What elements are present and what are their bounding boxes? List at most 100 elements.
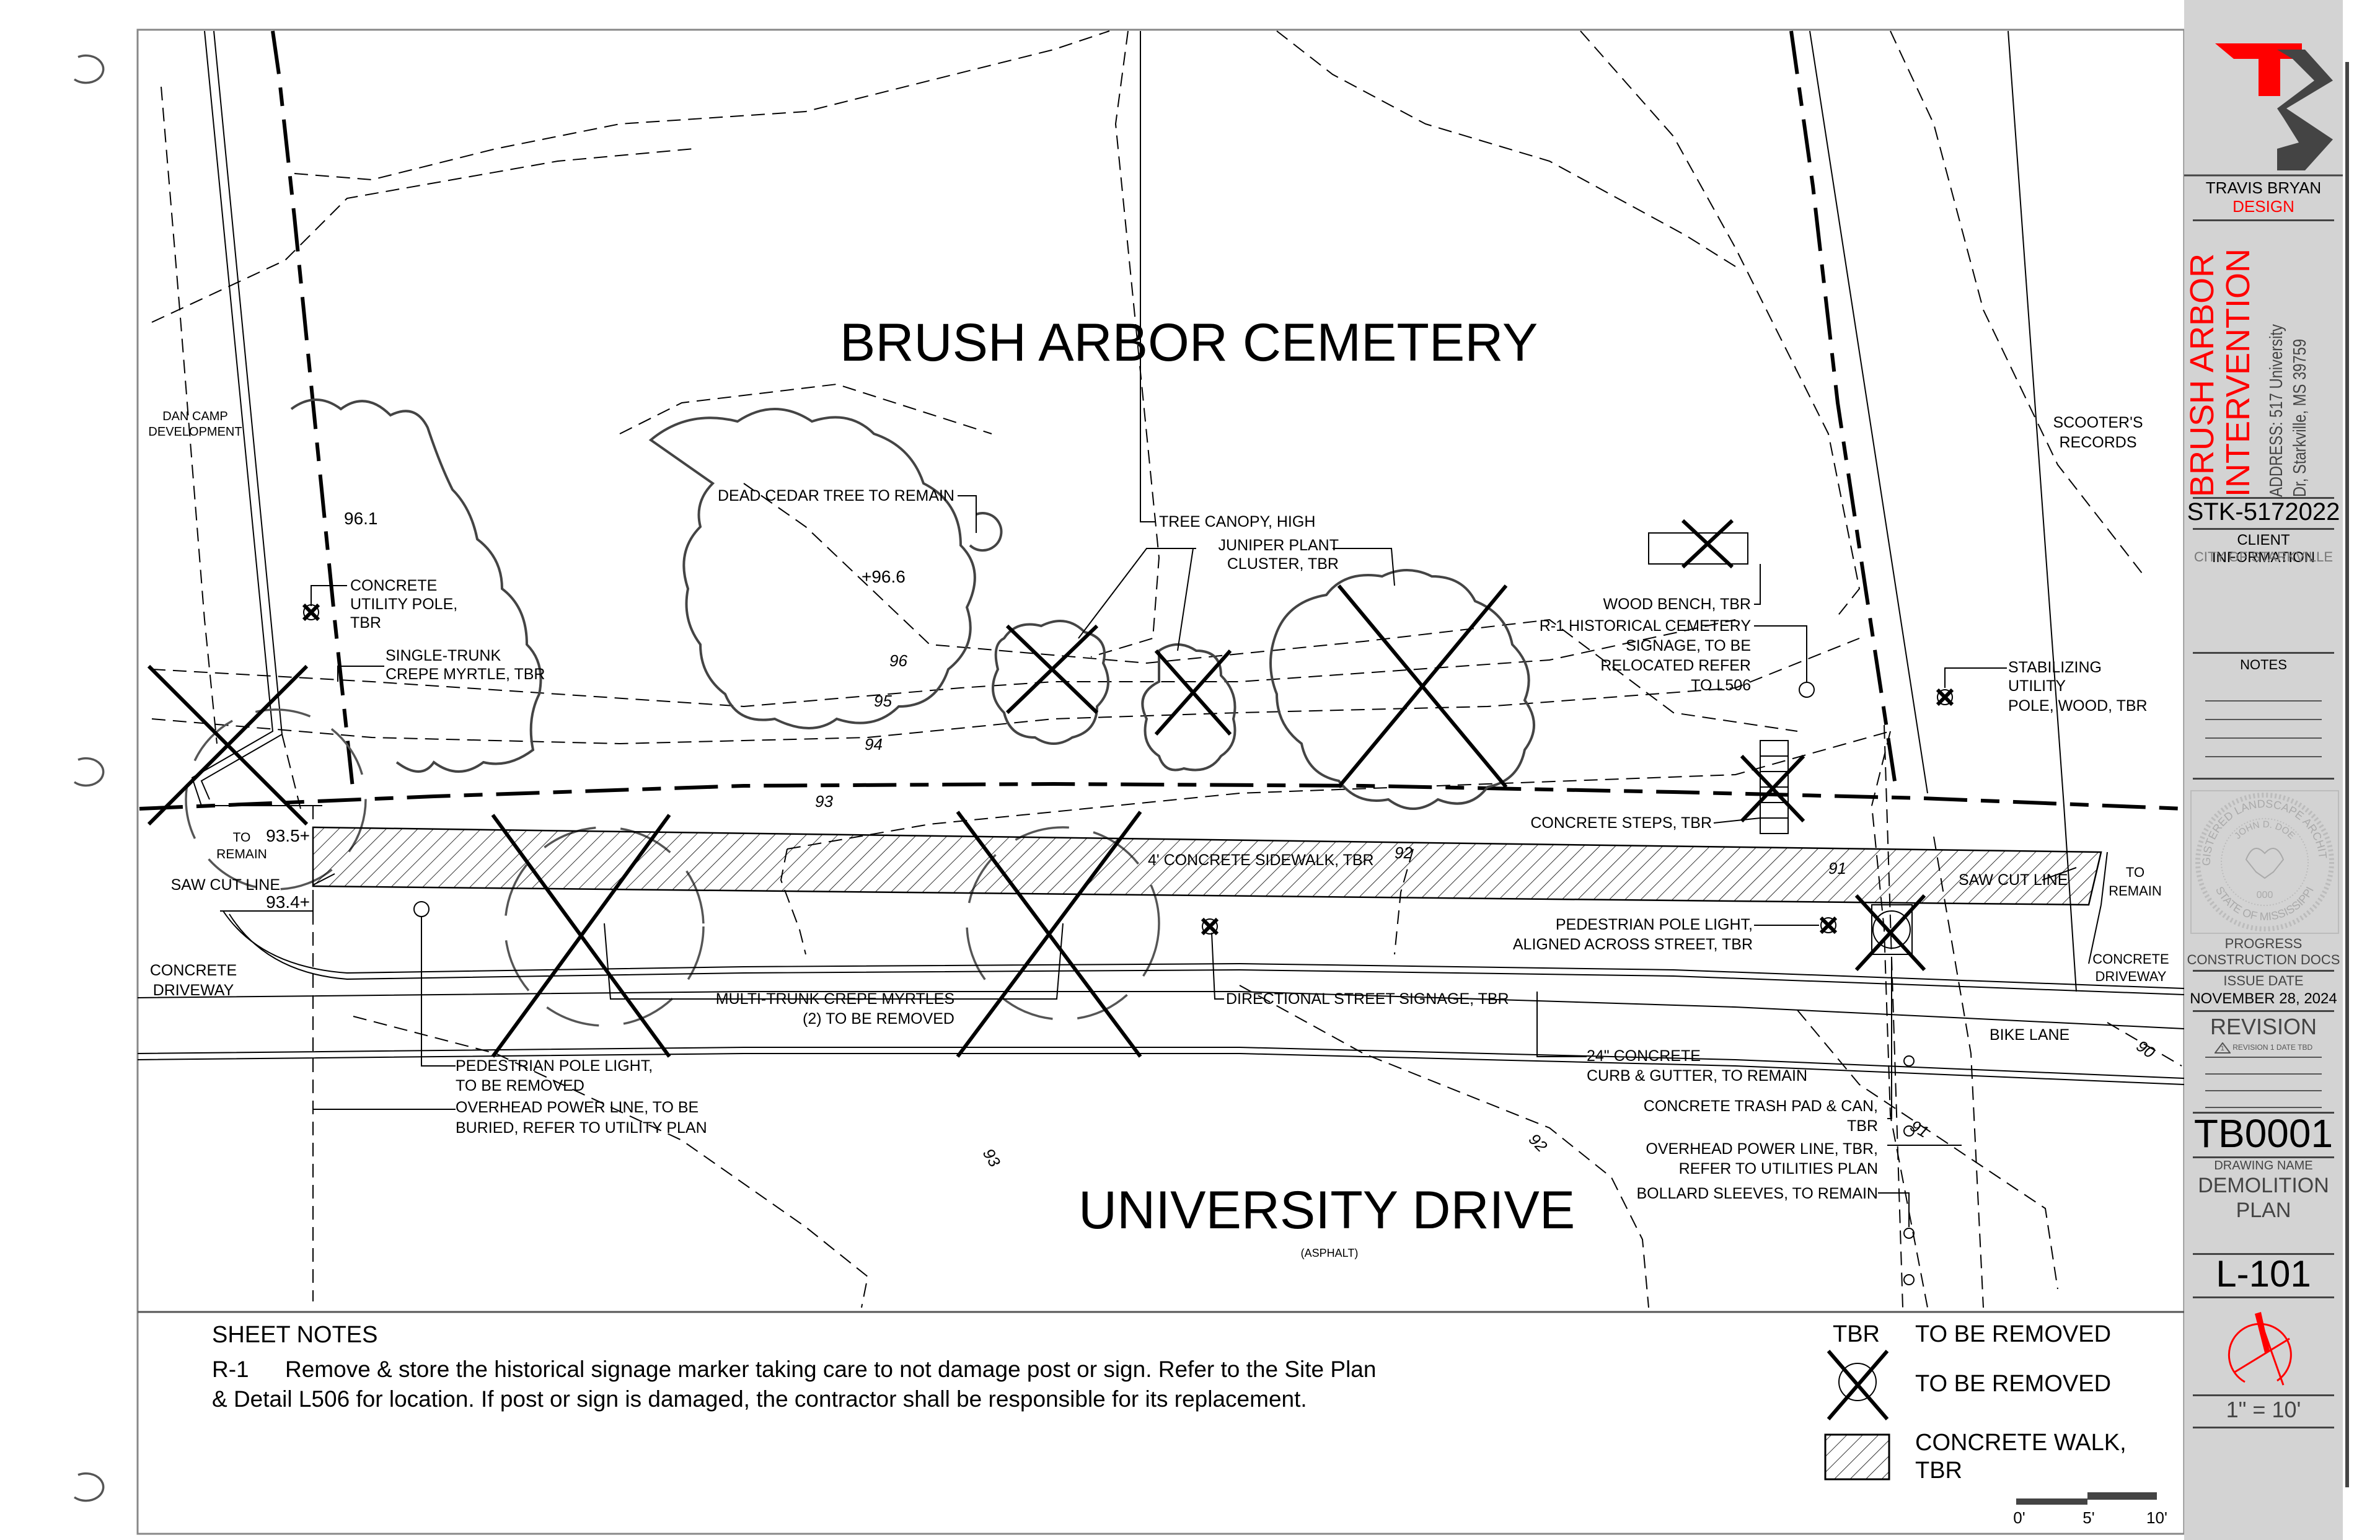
contour-label-92-south: 92: [1525, 1130, 1551, 1156]
firm-sub: DESIGN: [2232, 197, 2294, 216]
x-high-canopy-tree: [1337, 584, 1508, 788]
tb-divider: [2193, 1010, 2334, 1012]
legend-tbr-symbol: TBR: [1833, 1321, 1880, 1347]
directional-sign-symbol: [1201, 917, 1219, 936]
dead-cedar-symbol: [969, 512, 1003, 552]
street-title: UNIVERSITY DRIVE: [1078, 1181, 1575, 1240]
bollard-1: [1903, 1055, 1915, 1067]
notes-line: [2205, 700, 2322, 702]
seal-name: JOHN D. DOE: [2232, 819, 2297, 842]
callout-saw-cut-e: SAW CUT LINE: [1959, 871, 2068, 889]
removal-x-marks: [147, 519, 1926, 1058]
revision-entry-row: 1 REVISION 1 DATE TBD: [2184, 1042, 2343, 1054]
callout-concrete-steps: CONCRETE STEPS, TBR: [1530, 814, 1712, 832]
callout-stab-pole-2: UTILITY: [2008, 677, 2066, 695]
client-name: CITY OF STARKVILLE: [2193, 549, 2334, 565]
client-label: CLIENT INFORMATION: [2211, 532, 2316, 566]
tb-divider: [2193, 652, 2334, 654]
legend-x-circle-icon: [1827, 1350, 1889, 1420]
x-single-crepe: [147, 664, 309, 826]
project-name-line-2: INTERVENTION: [2219, 248, 2257, 497]
revision-line: [2205, 1073, 2322, 1075]
sheet-note-line-2: & Detail L506 for location. If post or s…: [212, 1386, 1307, 1412]
site-title: BRUSH ARBOR CEMETERY: [840, 313, 1538, 372]
property-line-east: [1789, 30, 1898, 794]
ped-light-west-symbol: [413, 901, 430, 917]
callout-juniper-2: CLUSTER, TBR: [1227, 555, 1339, 573]
callout-trash-1: CONCRETE TRASH PAD & CAN,: [1644, 1098, 1878, 1115]
notes-line: [2205, 719, 2322, 720]
east-lot-line: [2008, 30, 2077, 992]
drawing-name-line-2: PLAN: [2236, 1199, 2291, 1222]
sheet-notes-heading: SHEET NOTES: [212, 1322, 377, 1348]
binder-hole-top: [73, 54, 105, 84]
spot-elev-96-1: 96.1: [344, 509, 378, 528]
revision-delta-icon: 1: [2213, 1042, 2231, 1054]
seal-number: 000: [2257, 890, 2273, 900]
drawing-name-label: DRAWING NAME: [2214, 1159, 2313, 1173]
callout-juniper-1: JUNIPER PLANT: [1219, 537, 1339, 554]
bollard-3: [1903, 1228, 1915, 1239]
phase-line-2: CONSTRUCTION DOCS: [2187, 952, 2340, 967]
contour-label-91: 91: [1828, 859, 1846, 878]
callout-curb-1: 24" CONCRETE: [1587, 1047, 1701, 1065]
callout-signage-1: R-1 HISTORICAL CEMETERY: [1540, 617, 1752, 635]
callout-utility-pole-1: CONCRETE: [350, 577, 437, 594]
svg-text:JOHN D. DOE: JOHN D. DOE: [2232, 819, 2297, 842]
callout-overhead-e-1: OVERHEAD POWER LINE, TBR,: [1646, 1140, 1878, 1158]
callout-saw-cut-w: SAW CUT LINE: [171, 876, 280, 894]
title-block: TRAVIS BRYAN DESIGN BRUSH ARBOR INTERVEN…: [2184, 0, 2343, 1540]
callout-wood-bench: WOOD BENCH, TBR: [1603, 596, 1751, 613]
contour-93-north: [787, 731, 1891, 850]
callout-ped-light-w-1: PEDESTRIAN POLE LIGHT,: [456, 1057, 653, 1075]
binder-hole-marks: [73, 54, 105, 1502]
contour-92-south: [1239, 985, 1649, 1308]
notes-line: [2205, 756, 2322, 757]
callout-stab-pole-3: POLE, WOOD, TBR: [2008, 697, 2148, 715]
tb-divider: [2193, 1427, 2334, 1428]
x-wood-bench: [1681, 519, 1734, 569]
tb-divider: [2193, 497, 2334, 499]
spot-elev-93-4: 93.4+: [266, 892, 310, 912]
north-arrow-icon: [2228, 1312, 2292, 1386]
historical-sign-symbol: [1799, 682, 1815, 698]
tree-canopy-high: [1269, 569, 1535, 810]
x-concrete-steps: [1740, 754, 1805, 823]
scale-bar: 0' 5' 10': [2013, 1492, 2167, 1527]
sheet-code: TB0001: [2193, 1111, 2334, 1156]
project-address-line-1: ADDRESS: 517 University: [2267, 324, 2286, 497]
contour-label-91-south: 91: [1907, 1116, 1932, 1141]
tb-divider: [2193, 219, 2334, 221]
bollard-2: [1903, 1125, 1915, 1137]
revision-line: [2205, 1107, 2322, 1108]
utility-pole-symbol: [302, 603, 320, 622]
tb-divider: [2193, 528, 2334, 530]
callout-crepe-multi-2: (2) TO BE REMOVED: [803, 1010, 954, 1027]
spot-elev-96-6: +96.6: [862, 567, 906, 586]
wood-bench: [1648, 532, 1748, 565]
callout-tree-canopy: TREE CANOPY, HIGH: [1159, 513, 1315, 530]
callout-crepe-single-1: SINGLE-TRUNK: [386, 647, 501, 664]
neighbor-west-2: DEVELOPMENT: [148, 425, 242, 439]
callout-driveway-w-2: DRIVEWAY: [153, 982, 234, 999]
contour-lines: [151, 30, 2182, 1308]
sheet-note-id: R-1: [212, 1357, 249, 1382]
callout-sidewalk: 4' CONCRETE SIDEWALK, TBR: [1148, 851, 1374, 869]
contour-label-95: 95: [874, 692, 892, 710]
firm-name: TRAVIS BRYAN: [2205, 178, 2322, 197]
callout-to-remain-w-1: TO: [233, 830, 251, 845]
juniper-2-canopy: [1141, 643, 1236, 772]
logo-b-shape: [2277, 50, 2333, 170]
tree-canopy-outlines: [290, 398, 1535, 810]
logo-t-shape: [2215, 43, 2302, 96]
tb-divider: [2193, 970, 2334, 972]
x-juniper-1: [1005, 624, 1099, 715]
callout-ped-light-w-2: TO BE REMOVED: [456, 1077, 584, 1094]
legend-label-x-circle: TO BE REMOVED: [1915, 1371, 2111, 1397]
concrete-sidewalk-hatch: [312, 826, 2102, 906]
property-line-west: [271, 30, 355, 794]
issue-date-label: ISSUE DATE: [2223, 973, 2304, 988]
professional-seal: REGISTERED LANDSCAPE ARCHITECT STATE OF …: [2188, 781, 2339, 934]
